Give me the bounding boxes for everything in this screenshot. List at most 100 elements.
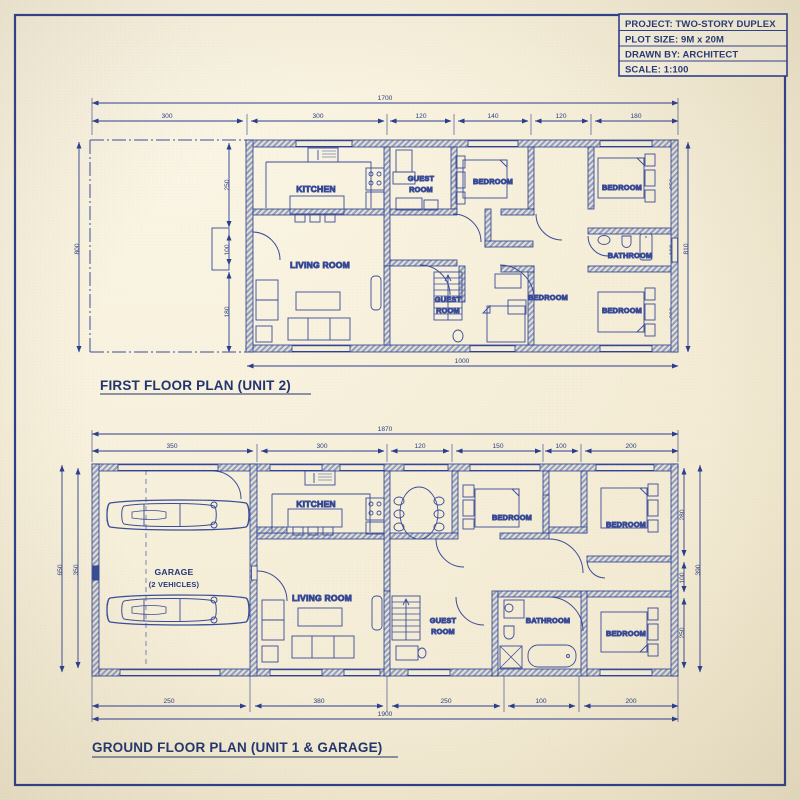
dim-value: 350 [166,443,177,450]
dim-value: 100 [224,244,231,255]
dim-value: 150 [492,443,503,450]
dim-value: 120 [414,443,425,450]
title-block-plot-size: PLOT SIZE: 9M x 20M [625,35,724,46]
dim-value: 810 [683,243,690,254]
room-label: BEDROOM [473,177,513,186]
dim-value: 180 [630,113,641,120]
room-label: KITCHEN [296,499,336,509]
dim-value: 1000 [455,358,470,365]
dim-value: 200 [625,443,636,450]
ff-bedroom-top-right: BEDROOM [597,153,656,203]
room-label: GARAGE [155,567,194,577]
dim-value: 650 [57,564,64,575]
room-label: (2 VEHICLES) [149,580,200,589]
dim-value: 100 [535,698,546,705]
gf-dining-table [393,486,445,540]
ff-bathroom: BATHROOM [597,233,653,261]
gf-guest-room: GUEST ROOM [391,595,457,661]
ff-walls [245,139,679,353]
room-label: ROOM [409,185,433,194]
ground-floor-plan-title: GROUND FLOOR PLAN (UNIT 1 & GARAGE) [92,740,383,755]
dim-value: 280 [679,509,686,520]
room-label: GUEST [435,295,462,304]
ff-living-room: LIVING ROOM [255,260,382,343]
dim-value: 140 [487,113,498,120]
ff-guest-room-lower: GUEST ROOM [433,271,527,343]
ff-bedroom-top-middle: BEDROOM [455,155,513,205]
gf-bedroom-bottom-right: BEDROOM [600,607,659,657]
ff-kitchen: KITCHEN [265,147,385,223]
ground-floor-plan: 1870 350 300 120 150 100 200 [57,426,703,758]
dim-value: 380 [313,698,324,705]
dim-value: 300 [312,113,323,120]
gf-doors [212,470,606,632]
title-block-scale: SCALE: 1:100 [625,65,689,76]
gf-living-room: LIVING ROOM [261,593,383,663]
room-label: BEDROOM [606,520,646,529]
dim-ff-left-overall: 800 [74,142,82,353]
title-block-project: PROJECT: TWO-STORY DUPLEX [625,19,776,30]
room-label: ROOM [436,306,460,315]
title-block-drawn-by: DRAWN BY: ARCHITECT [625,50,738,61]
dim-ff-top-overall: 1700 [91,95,679,135]
gf-bedroom-top-right: BEDROOM [600,483,659,533]
dim-value: 100 [679,572,686,583]
dim-value: 1870 [378,426,393,433]
dim-value: 250 [679,627,686,638]
dim-gf-top-overall: 1870 [91,426,679,462]
dim-gf-right: 390 280 100 250 [679,465,703,673]
room-label: BATHROOM [608,251,653,260]
dim-ff-bottom-overall: 1000 [247,358,679,369]
dim-value: 300 [161,113,172,120]
dim-value: 250 [163,698,174,705]
ff-bedroom-bottom-middle: BEDROOM [481,293,568,343]
gf-kitchen: KITCHEN [271,470,385,536]
first-floor-plan-title: FIRST FLOOR PLAN (UNIT 2) [100,378,291,393]
dim-value: 250 [224,179,231,190]
dim-value: 1900 [378,711,393,718]
room-label: KITCHEN [296,184,336,194]
room-label: BEDROOM [492,513,532,522]
gf-bathroom: BATHROOM [499,599,577,669]
gf-garage: GARAGE (2 VEHICLES) [92,499,250,626]
dim-value: 250 [440,698,451,705]
drawing-border [13,13,787,787]
dim-value: 120 [555,113,566,120]
ff-guest-room-upper: GUEST ROOM [392,149,439,211]
dim-value: 180 [224,306,231,317]
room-label: ROOM [431,627,455,636]
dim-value: 390 [695,564,702,575]
gf-bedroom-top-middle: BEDROOM [462,484,532,530]
plot-boundary-ff [89,139,246,353]
dim-value: 200 [625,698,636,705]
room-label: BEDROOM [602,306,642,315]
dim-value: 800 [74,243,81,254]
dim-ff-top-segments: 300 300 120 140 120 180 [92,113,679,135]
dim-gf-bottom: 250 380 250 100 200 1900 [91,676,679,722]
room-label: GUEST [430,616,457,625]
dim-value: 1700 [378,95,393,102]
room-label: GUEST [408,174,435,183]
first-floor-plan: 1700 300 300 120 140 120 180 [74,95,691,395]
title-block: PROJECT: TWO-STORY DUPLEX PLOT SIZE: 9M … [618,13,788,77]
dim-value: 120 [415,113,426,120]
room-label: BEDROOM [606,629,646,638]
dim-ff-left-inner: 250 100 180 [211,143,232,353]
gf-windows [92,464,655,676]
ff-bedroom-bottom-right: BEDROOM [597,287,656,337]
dim-value: 350 [73,564,80,575]
room-label: BEDROOM [528,293,568,302]
dim-value: 300 [316,443,327,450]
dim-value: 100 [555,443,566,450]
room-label: BEDROOM [602,183,642,192]
room-label: BATHROOM [526,616,571,625]
dim-gf-left: 650 350 [57,465,81,673]
dim-gf-top-segments: 350 300 120 150 100 200 [92,443,679,462]
room-label: LIVING ROOM [292,593,352,603]
room-label: LIVING ROOM [290,260,350,270]
